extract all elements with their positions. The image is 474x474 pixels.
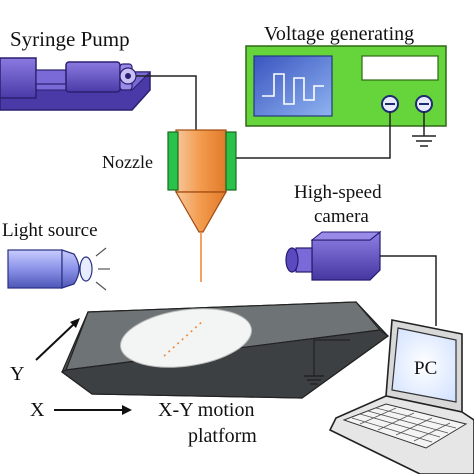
substrate <box>120 308 252 368</box>
nozzle <box>167 129 237 233</box>
light-source-label: Light source <box>2 220 98 241</box>
plus-knob-icon <box>381 95 399 113</box>
platform-ground-icon <box>304 375 324 385</box>
platform-label-line1: X-Y motion <box>158 399 254 421</box>
voltage-display <box>361 55 439 81</box>
camera-to-pc-wire <box>380 255 437 326</box>
voltage-generator <box>245 45 447 127</box>
laptop-pc <box>328 319 474 474</box>
square-wave-icon <box>262 73 324 105</box>
xy-motion-platform <box>60 301 390 399</box>
camera-label-line1: High-speed <box>294 182 382 203</box>
voltage-to-nozzle-wire <box>232 112 391 159</box>
pc-screen <box>391 327 457 403</box>
y-axis-arrow <box>35 318 80 361</box>
nozzle-label: Nozzle <box>102 152 153 172</box>
voltage-generating-label: Voltage generating <box>264 23 414 45</box>
minus-knob-icon <box>415 95 433 113</box>
ground-icon <box>412 135 436 147</box>
light-source <box>7 247 110 291</box>
axis-x-label: X <box>30 399 45 421</box>
syringe-pump-label: Syringe Pump <box>10 27 130 51</box>
high-speed-camera <box>285 230 382 281</box>
camera-label-line2: camera <box>314 206 369 227</box>
axis-y-label: Y <box>10 363 24 385</box>
keyboard <box>342 403 468 449</box>
pump-to-nozzle-tube <box>136 75 197 130</box>
platform-label-line2: platform <box>188 425 257 447</box>
pc-label: PC <box>414 358 437 379</box>
syringe-pump <box>0 57 152 111</box>
x-axis-arrow <box>54 405 132 415</box>
